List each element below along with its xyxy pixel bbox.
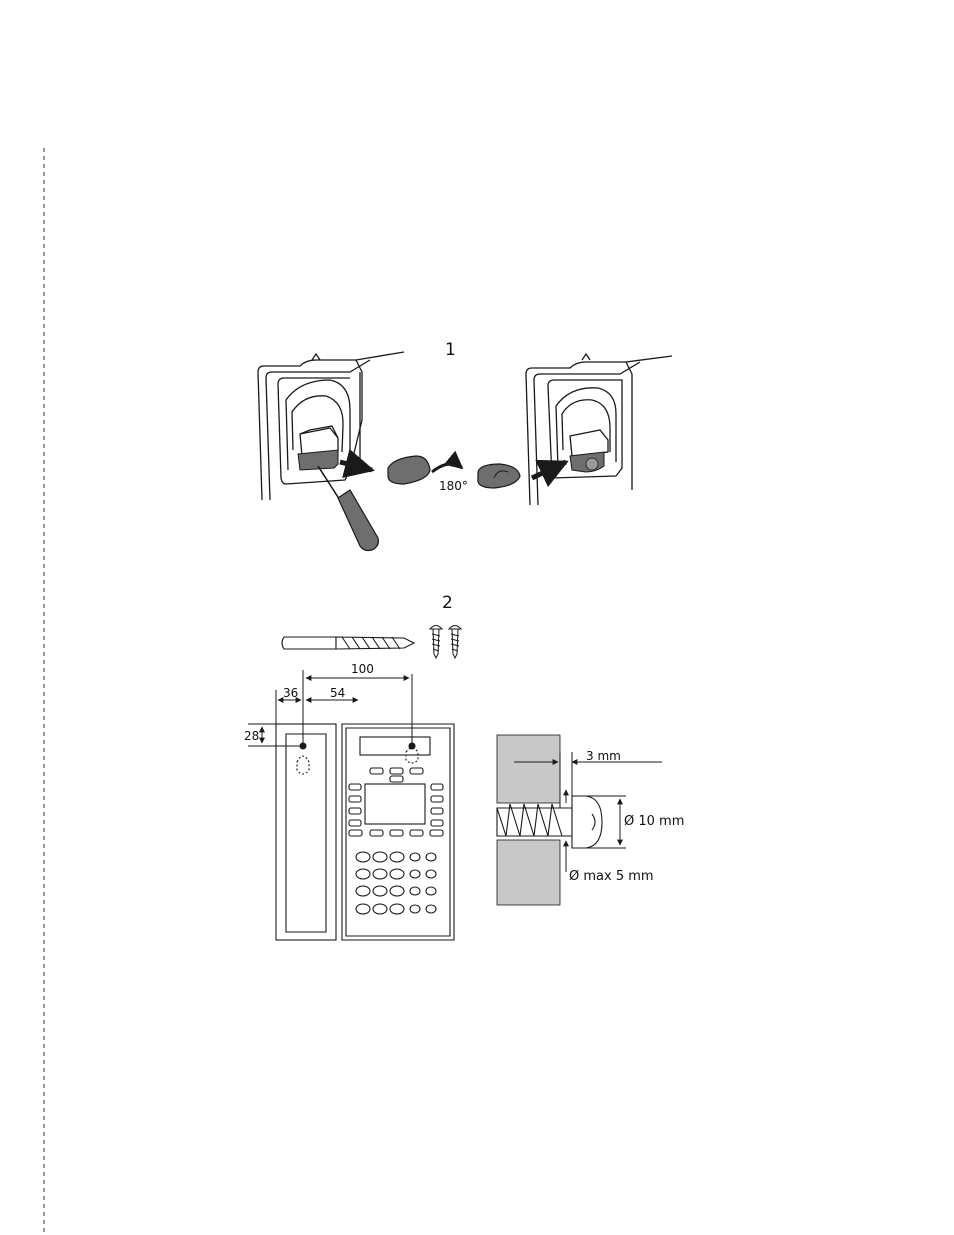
dimension-100: 100 xyxy=(351,662,374,676)
head-diameter-label: Ø 10 mm xyxy=(624,814,684,829)
phone-back-view xyxy=(276,724,454,940)
wedge-rotated xyxy=(478,464,520,488)
phone-corner-left xyxy=(258,352,404,500)
rotate-arrow-icon xyxy=(432,464,462,472)
rotation-label: 180° xyxy=(439,479,468,493)
screwdriver-icon xyxy=(318,466,378,551)
dimension-28: 28 xyxy=(244,729,259,743)
phone-corner-right xyxy=(526,354,672,505)
gap-label: 3 mm xyxy=(586,749,621,763)
dimension-36: 36 xyxy=(283,686,298,700)
wedge-removed xyxy=(388,456,430,484)
dimension-54: 54 xyxy=(330,686,345,700)
arrow-remove xyxy=(340,462,372,470)
screw-icon xyxy=(430,626,461,659)
dimension-lines xyxy=(248,670,412,748)
step-2-number: 2 xyxy=(442,593,453,613)
shaft-diameter-label: Ø max 5 mm xyxy=(569,869,654,884)
drill-bit-icon xyxy=(282,637,414,649)
step-1-number: 1 xyxy=(445,340,456,360)
